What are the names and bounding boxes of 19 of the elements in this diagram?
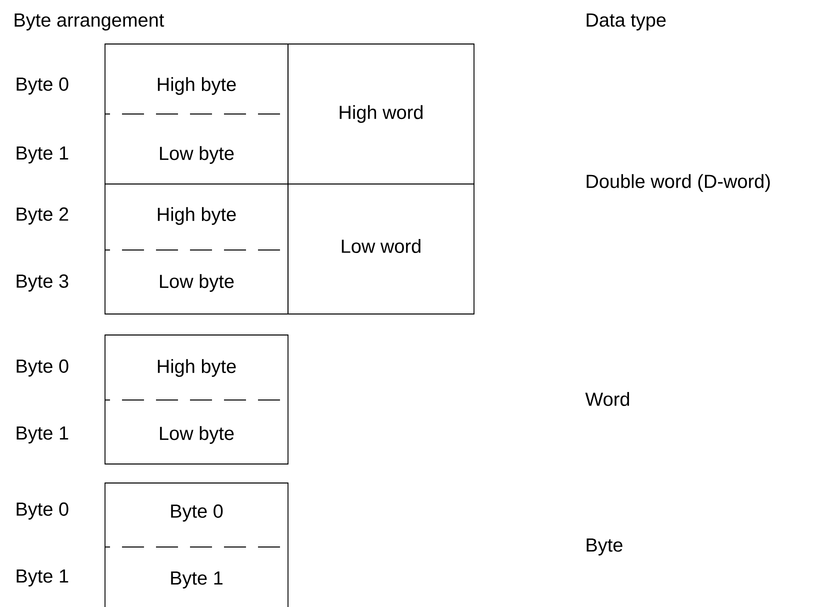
byte-number: Byte 1 (16, 146, 68, 164)
byte-number: Byte 2 (16, 207, 68, 225)
byte-number: Byte 0 (16, 502, 68, 520)
byte-number: Byte 1 (16, 570, 68, 586)
byte-cell-box: High byte Low byte (104, 184, 288, 314)
data-type-label: Word (585, 392, 630, 406)
byte-cell-box: High byte Low byte (104, 44, 288, 184)
column-heading: Byte arrangement (14, 14, 164, 30)
byte-cell-box: Byte 0 Byte 1 (104, 482, 288, 607)
data-type-label: Byte (586, 538, 622, 556)
byte-number: Byte 0 (16, 77, 68, 95)
byte-number: Byte 3 (16, 274, 68, 292)
word-cell-box: Low word (288, 184, 474, 314)
byte-number: Byte 1 (16, 426, 68, 444)
byte-number: Byte 0 (16, 359, 68, 377)
column-heading: Data type (586, 14, 666, 30)
word-cell-box: High word (288, 44, 474, 184)
data-type-label: Double word (D-word) (586, 174, 770, 192)
byte-cell-box: High byte Low byte (104, 334, 288, 464)
